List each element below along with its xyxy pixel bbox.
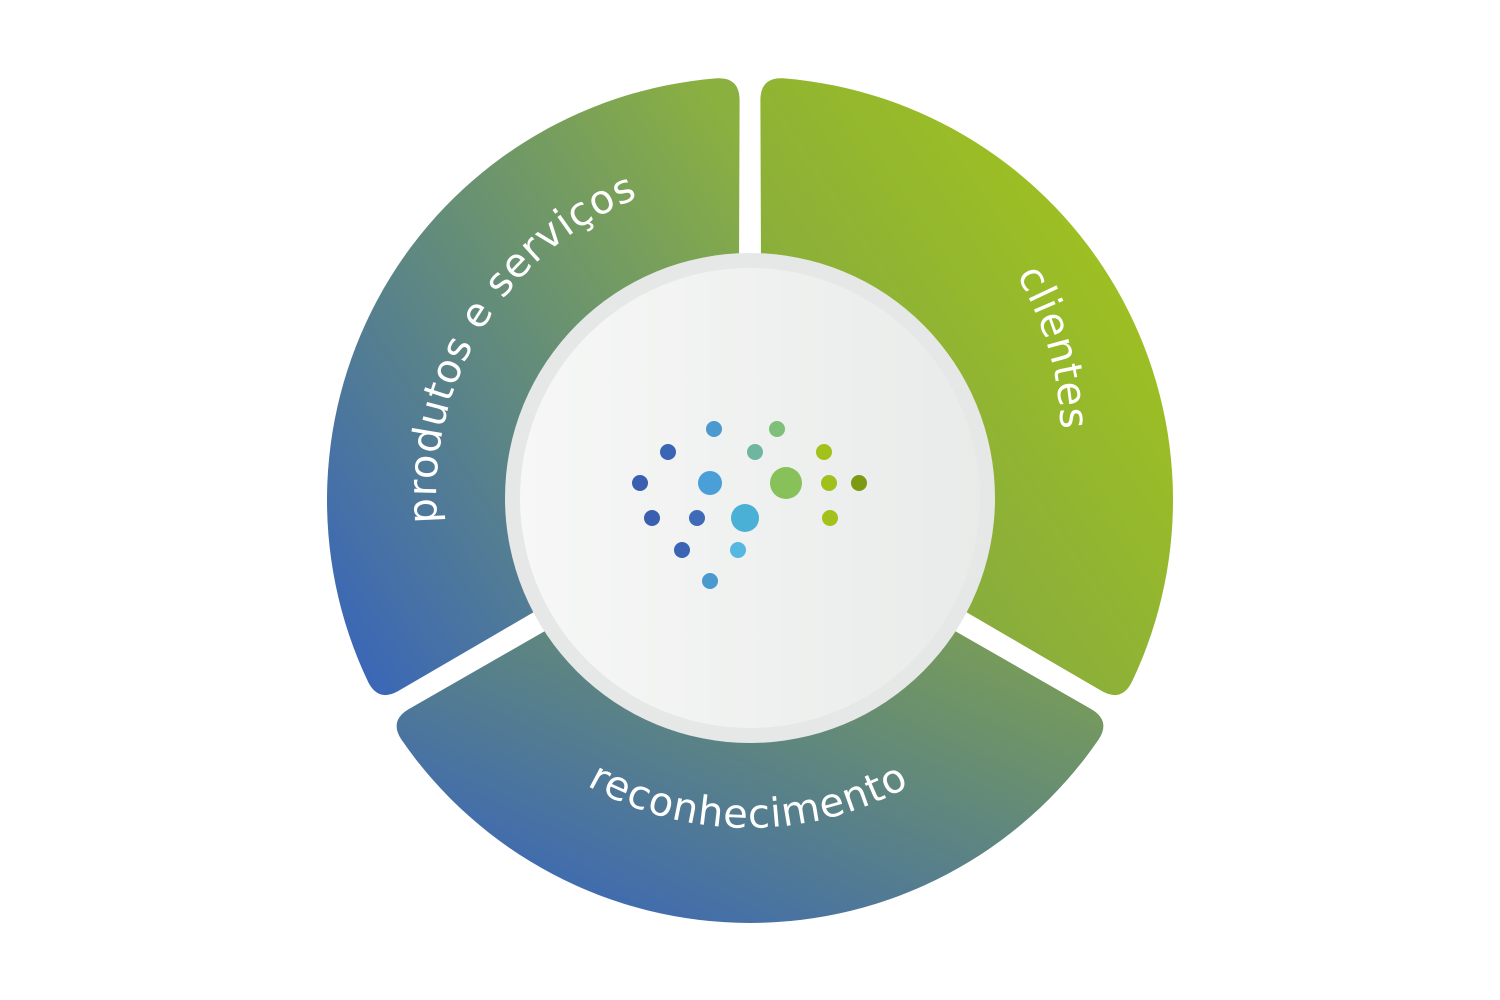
network-dots-icon xyxy=(632,421,867,589)
segment-reconhecimento[interactable] xyxy=(396,624,1104,923)
center-circle xyxy=(520,268,980,728)
